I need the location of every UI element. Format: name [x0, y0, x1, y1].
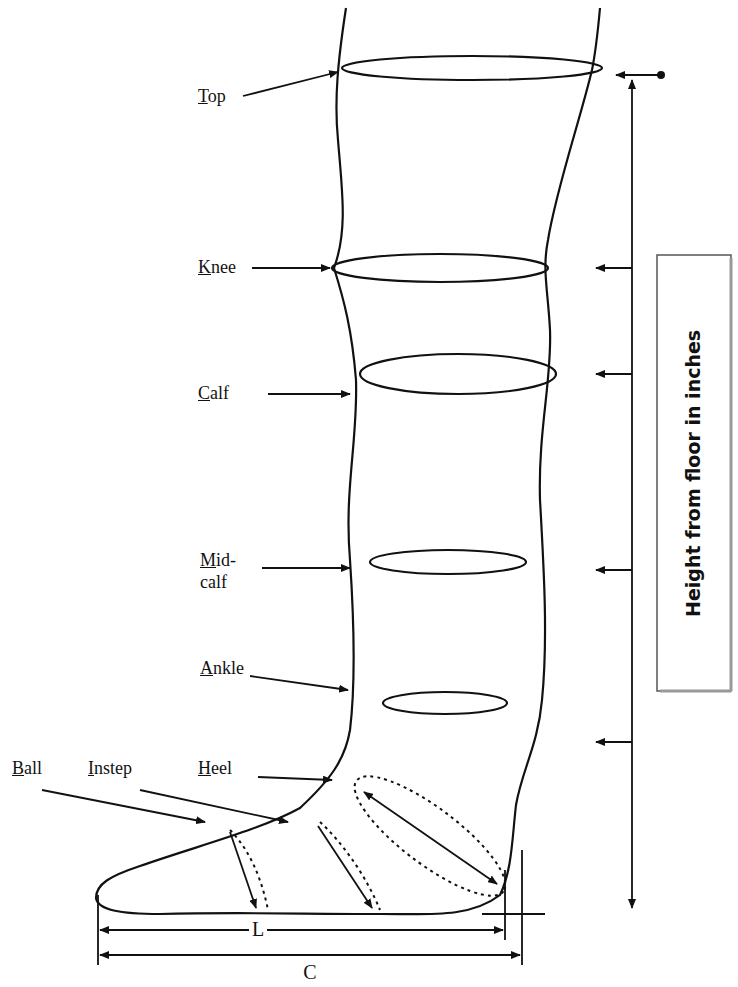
part-label: Instep: [88, 758, 132, 780]
dimension-label: L: [249, 917, 267, 941]
dimension-label: C: [300, 960, 319, 984]
part-label: Mid- calf: [200, 550, 244, 593]
leg-outline: [96, 8, 600, 914]
part-label: Knee: [198, 257, 236, 279]
part-label: Ankle: [200, 658, 244, 680]
axis-title: Height from floor in inches: [683, 329, 706, 616]
part-label: Heel: [198, 758, 232, 780]
part-label: Calf: [198, 383, 229, 405]
part-label: Ball: [12, 758, 42, 780]
part-label: Top: [198, 86, 226, 108]
